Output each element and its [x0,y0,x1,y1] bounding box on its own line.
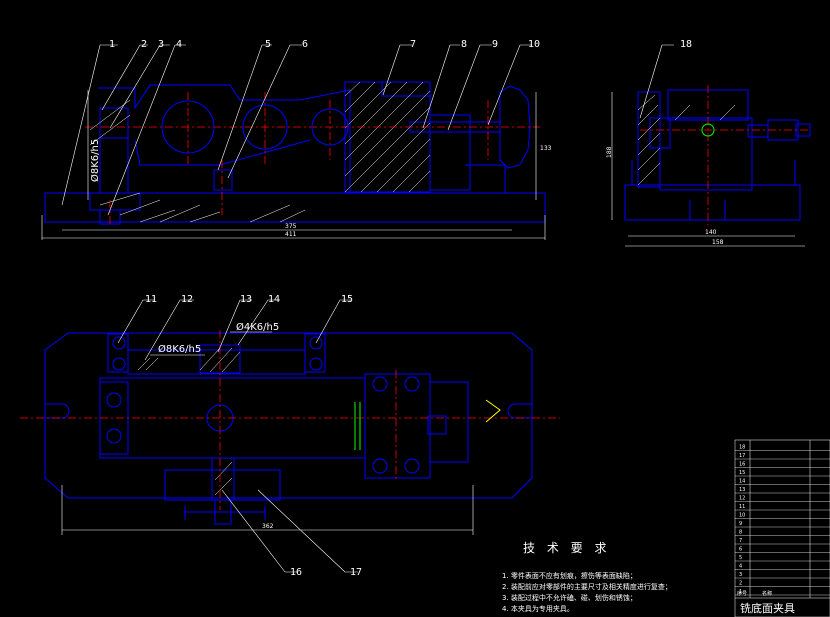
bom-row-number: 6 [739,547,742,553]
plan-fit-b: Ø4K6/h5 [236,321,279,333]
bom-row-number: 2 [739,581,742,587]
bom-row-number: 15 [739,470,745,476]
plan-accent [354,402,361,450]
balloon-17: 17 [350,567,362,578]
front-dim-height: 133 [540,145,552,152]
balloon-11: 11 [145,294,157,305]
balloon-9: 9 [492,39,498,50]
bom-row-number: 17 [739,453,745,459]
bom-row-number: 3 [739,572,742,578]
balloon-2: 2 [141,39,147,50]
bom-row-number: 12 [739,496,745,502]
tech-item-3: 3. 装配过程中不允许磕、碰、划伤和锈蚀； [502,593,637,602]
bom-row-number: 10 [739,513,745,519]
balloon-14: 14 [268,294,280,305]
balloon-8: 8 [461,39,467,50]
title-header-b: 名称 [762,590,772,597]
bom-row-number: 5 [739,555,742,561]
front-leaders [61,44,532,216]
title-header-a: 序号 [737,590,747,597]
bom-row-number: 7 [739,538,742,544]
balloon-4: 4 [176,39,182,50]
front-centerlines [85,92,540,226]
side-dim-inner: 140 [705,229,717,236]
front-view [44,81,546,225]
bom-rows: 18 17 16 15 14 13 12 11 10 9 8 7 6 5 4 3 2 1 [735,445,830,596]
tech-item-4: 4. 本夹具为专用夹具。 [502,604,574,613]
front-dim-overall: 411 [285,231,297,238]
front-dimensions [41,90,546,240]
plan-centerlines [20,330,560,510]
balloon-6: 6 [302,39,308,50]
bom-row-number: 18 [739,445,745,451]
front-fit-label: Ø8K6/h5 [89,139,101,182]
balloon-12: 12 [181,294,193,305]
plan-dimensions [61,331,474,535]
balloon-16: 16 [290,567,302,578]
bom-row-number: 9 [739,521,742,527]
bom-row-number: 16 [739,462,745,468]
plan-hatching [137,347,241,496]
side-hatching [637,94,736,186]
balloon-1: 1 [109,39,115,50]
bom-table [734,439,830,617]
tech-item-2: 2. 装配前应对零部件的主要尺寸及相关精度进行复查； [502,582,672,591]
bom-row-number: 14 [739,479,745,485]
plan-leaders [117,299,358,573]
side-pin-circle [701,123,715,137]
front-hatching [89,81,431,223]
side-dim-overall: 158 [712,239,724,246]
front-holes [161,100,349,154]
balloon-7: 7 [410,39,416,50]
bom-row-number: 13 [739,487,745,493]
tech-item-1: 1. 零件表面不应有划痕，擦伤等表面缺陷； [502,571,637,580]
bom-row-number: 8 [739,530,742,536]
balloon-5: 5 [265,39,271,50]
plan-holes [106,336,420,474]
side-dim-height: 188 [606,146,613,158]
balloon-3: 3 [158,39,164,50]
bom-row-number: 1 [739,589,742,595]
front-dim-inner: 375 [285,223,297,230]
balloon-15: 15 [341,294,353,305]
bom-row-number: 4 [739,564,742,570]
plan-arrow-mark [485,399,501,423]
tech-requirements-title: 技 术 要 求 [523,541,610,555]
balloon-10: 10 [528,39,540,50]
bom-row-number: 11 [739,504,745,510]
side-centerlines [640,85,810,225]
title-block-name: 铣底面夹具 [740,601,795,615]
balloon-13: 13 [240,294,252,305]
plan-fit-a: Ø8K6/h5 [158,343,201,355]
plan-dim-length: 362 [262,523,274,530]
side-dimensions [611,44,805,247]
balloon-18: 18 [680,39,692,50]
plan-view [44,332,533,525]
